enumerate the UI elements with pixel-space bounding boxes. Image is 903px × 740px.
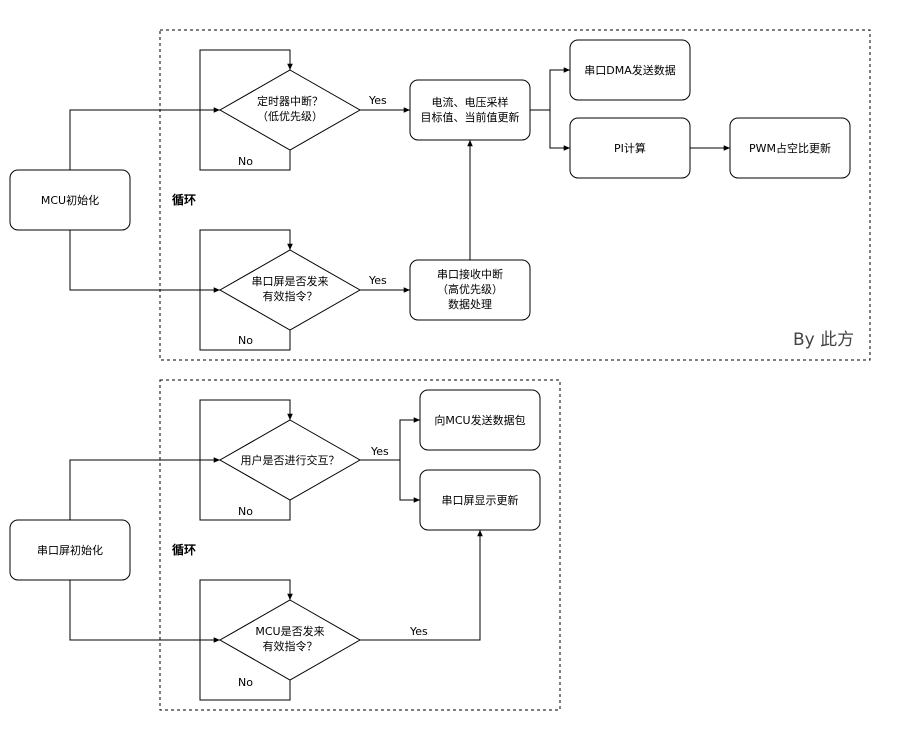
edge-user-yes-to-update [399,460,420,503]
edge-mcu-yes-to-update [360,530,483,641]
user-yes-label: Yes [370,445,389,458]
edge-screen-no-loop [199,229,293,351]
pwm-update-box: PWM占空比更新 [729,117,851,179]
edge-sampling-to-pi [549,110,570,151]
user-decision-label: 用户是否进行交互？ [241,453,340,467]
timer-decision-line1: 定时器中断？ [257,94,323,108]
screen-update-label: 串口屏显示更新 [442,493,519,507]
timer-decision: 定时器中断？ （低优先级） [218,69,362,151]
edge-init-to-mcu-decision [69,580,220,643]
edge-user-no-loop [199,399,293,521]
mcu-init-box: MCU初始化 [9,169,131,231]
screen-update-box: 串口屏显示更新 [419,469,541,531]
top-loop-label: 循环 [172,192,196,207]
mcu-decision-line2: 有效指令？ [263,639,318,653]
pi-calc-label: PI计算 [614,141,646,155]
screen-init-label: 串口屏初始化 [37,543,103,557]
uart-dma-box: 串口DMA发送数据 [569,39,691,101]
screen-decision: 串口屏是否发来 有效指令？ [218,249,362,331]
edge-mcu-no-loop [199,579,293,701]
sampling-line2: 目标值、当前值更新 [421,110,520,124]
uart-rx-box: 串口接收中断 （高优先级） 数据处理 [409,259,531,321]
mcu-decision-line1: MCU是否发来 [255,624,324,638]
top-loop-frame [159,29,871,361]
bottom-loop-frame [159,379,561,711]
edge-timer-no-loop [199,49,293,171]
uart-dma-label: 串口DMA发送数据 [584,63,676,77]
screen-decision-line1: 串口屏是否发来 [252,274,329,288]
user-no-label: No [238,505,253,518]
mcu-init-label: MCU初始化 [41,193,99,207]
pi-calc-box: PI计算 [569,117,691,179]
timer-no-label: No [238,155,253,168]
timer-decision-line2: （低优先级） [257,110,323,123]
mcu-decision: MCU是否发来 有效指令？ [218,599,362,681]
edge-init-to-screen-decision [69,230,220,293]
screen-no-label: No [238,334,253,347]
timer-yes-label: Yes [368,94,387,107]
send-packet-label: 向MCU发送数据包 [434,413,525,427]
sampling-box: 电流、电压采样 目标值、当前值更新 [409,79,531,141]
edge-init-to-timer [69,107,220,170]
sampling-line1: 电流、电压采样 [432,95,509,109]
uart-rx-line2: （高优先级） [437,282,503,296]
uart-rx-line3: 数据处理 [448,297,492,311]
mcu-yes-label: Yes [409,625,428,638]
uart-rx-line1: 串口接收中断 [437,267,503,281]
edge-user-yes-to-send [360,417,420,461]
send-packet-box: 向MCU发送数据包 [419,389,541,451]
bottom-loop-label: 循环 [172,542,196,557]
user-decision: 用户是否进行交互？ [218,419,362,501]
screen-init-box: 串口屏初始化 [9,519,131,581]
mcu-no-label: No [238,676,253,689]
signature: By 此方 [793,330,854,350]
edge-sampling-to-dma [530,67,570,111]
screen-yes-label: Yes [368,274,387,287]
pwm-update-label: PWM占空比更新 [749,141,831,155]
screen-decision-line2: 有效指令？ [263,289,318,303]
edge-init-to-user-decision [69,457,220,520]
